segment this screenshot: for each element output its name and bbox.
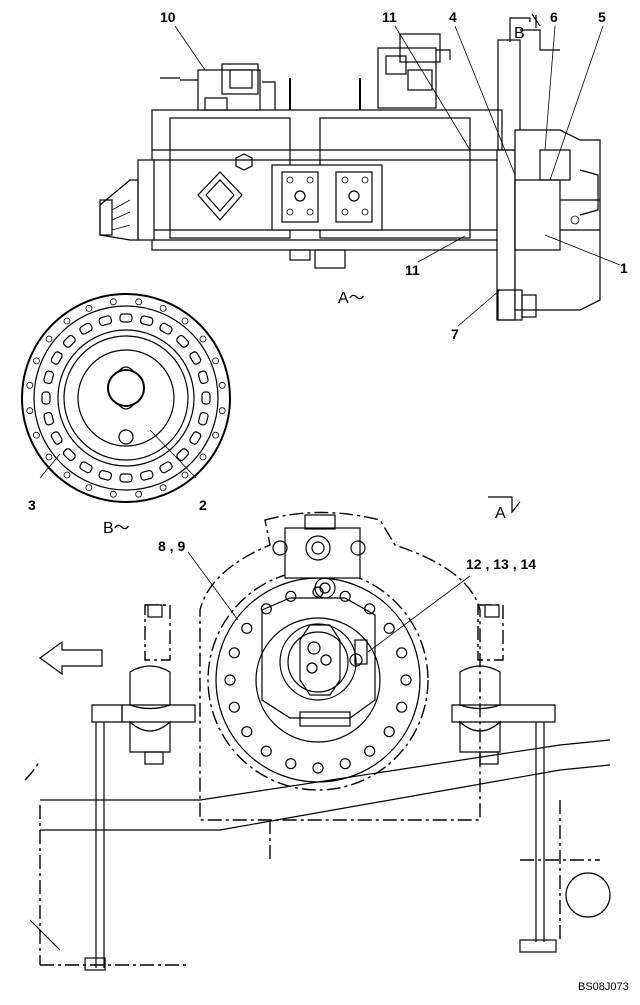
coupling-tooth: [79, 461, 93, 474]
view-label-b: B～: [103, 520, 130, 537]
left-arrow-icon: [38, 640, 103, 676]
coupling-bolt: [85, 304, 93, 312]
flange-bolt: [339, 590, 351, 602]
coupling-bolt: [218, 407, 226, 415]
coupling-tooth: [50, 351, 63, 365]
coupling-bolt: [181, 471, 189, 479]
coupling-bolt: [135, 298, 143, 306]
flange-bolt: [228, 701, 240, 713]
callout-1: 1: [620, 260, 628, 276]
coupling-tooth: [119, 313, 133, 323]
coupling-tooth: [201, 391, 211, 405]
coupling-bolt: [181, 317, 189, 325]
coupling-bolt: [33, 431, 40, 439]
coupling-tooth: [159, 461, 173, 474]
coupling-tooth: [43, 370, 55, 385]
flange-bolt: [241, 622, 253, 634]
section-marker-b-arrow: [531, 13, 541, 27]
flange-bolt: [260, 745, 272, 757]
coupling-bolt: [63, 471, 71, 479]
flange-bolt: [396, 701, 408, 713]
coupling-bolt: [85, 484, 93, 492]
coupling-tooth: [139, 469, 154, 481]
coupling-end-view: [21, 293, 231, 503]
callout-4: 4: [449, 9, 457, 25]
coupling-tooth: [197, 411, 209, 426]
coupling-tooth: [189, 431, 202, 445]
coupling-teeth: [41, 313, 211, 483]
coupling-bolt: [159, 484, 167, 492]
coupling-tooth: [98, 469, 113, 481]
callout-5: 5: [598, 9, 606, 25]
coupling-bolt: [45, 335, 53, 343]
coupling-tooth: [197, 370, 209, 385]
callout-6: 6: [550, 9, 558, 25]
coupling-tooth: [62, 448, 76, 462]
flange-bolt: [364, 745, 376, 757]
coupling-bolt: [218, 381, 226, 389]
flange-bolt: [224, 674, 236, 686]
coupling-bolt: [135, 490, 143, 498]
coupling-bolt: [45, 453, 53, 461]
coupling-tooth: [176, 334, 190, 348]
flange-bolt: [383, 622, 395, 634]
coupling-tooth: [43, 411, 55, 426]
flange-bolt: [241, 726, 253, 738]
flange-bolt: [228, 647, 240, 659]
coupling-bolt: [212, 431, 220, 439]
coupling-tooth: [159, 322, 173, 335]
coupling-tooth: [189, 351, 202, 365]
coupling-bolt: [109, 490, 117, 498]
coupling-bolts: [26, 298, 226, 498]
engine-mount-view: [24, 511, 611, 971]
callout-2: 2: [199, 497, 207, 513]
flange-bolt: [312, 762, 324, 774]
coupling-bolt: [199, 335, 207, 343]
coupling-bolt: [109, 298, 117, 306]
coupling-tooth: [79, 322, 93, 335]
flange-bolt: [285, 590, 297, 602]
coupling-tooth: [176, 448, 190, 462]
view-label-a: A～: [338, 290, 365, 307]
coupling-bolt: [199, 453, 207, 461]
flange-bolt-circle: [224, 586, 412, 774]
callout-10: 10: [160, 9, 176, 25]
section-label-b: B: [514, 25, 525, 42]
drawing-code: BS08J073: [578, 981, 629, 993]
coupling-bolt: [63, 317, 71, 325]
coupling-tooth: [139, 315, 154, 327]
section-label-a: A: [495, 505, 506, 522]
coupling-bolt: [26, 407, 34, 415]
flange-bolt: [260, 603, 272, 615]
callout-8-9: 8 , 9: [158, 538, 185, 554]
callout-12-13-14: 12 , 13 , 14: [466, 556, 536, 572]
coupling-tooth: [98, 315, 113, 327]
coupling-tooth: [50, 431, 63, 445]
flange-bolt: [339, 758, 351, 770]
flange-bolt: [396, 647, 408, 659]
callout-11-bottom: 11: [405, 262, 420, 278]
flange-bolt: [383, 726, 395, 738]
callout-11-top: 11: [382, 9, 397, 25]
flange-bolt: [400, 674, 412, 686]
coupling-tooth: [41, 391, 51, 405]
coupling-bolt: [159, 304, 167, 312]
coupling-bolt: [33, 357, 40, 365]
coupling-bolt: [26, 381, 34, 389]
coupling-bolt: [212, 357, 220, 365]
coupling-tooth: [119, 473, 133, 483]
coupling-tooth: [62, 334, 76, 348]
flange-bolt: [285, 758, 297, 770]
callout-7: 7: [451, 326, 459, 342]
callout-3: 3: [28, 497, 36, 513]
section-marker-a: [488, 496, 521, 514]
pump-side-view: [99, 15, 621, 327]
